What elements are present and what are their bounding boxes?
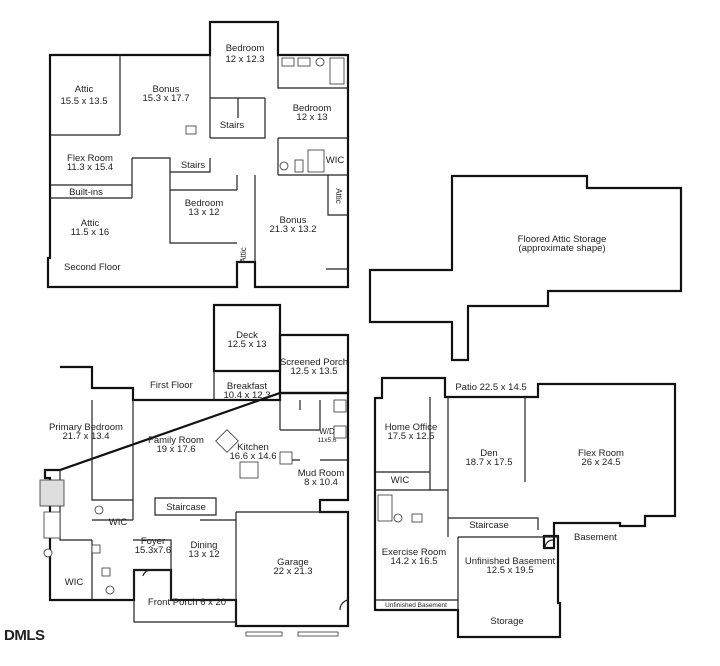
room-name: Deck [236, 330, 258, 341]
room-size: 15.3x7.6 [135, 545, 171, 556]
wic-label: WIC [326, 155, 345, 166]
room-name: Storage [490, 616, 523, 627]
room-name: Attic [81, 218, 100, 229]
sink [91, 544, 101, 554]
room-name: Bonus [280, 215, 307, 226]
floor-title: First Floor [150, 380, 193, 391]
toilet [105, 585, 115, 595]
room-size: 14.2 x 16.5 [390, 556, 437, 567]
stove [279, 451, 293, 465]
room-name: Foyer [141, 536, 165, 547]
toilet [315, 57, 325, 67]
room-name: Bonus [153, 84, 180, 95]
room-size: 16.6 x 14.6 [229, 451, 276, 462]
room-name: Attic [75, 84, 94, 95]
room-name: Bedroom [293, 103, 332, 114]
staircase-label: Staircase [166, 502, 206, 513]
room-size: 11x5.6 [317, 437, 336, 444]
room-size: 12.5 x 13.5 [290, 366, 337, 377]
room-size: 12 x 12.3 [225, 54, 264, 65]
room-name: Unfinished Basement [465, 556, 556, 567]
room-name: Home Office [385, 422, 438, 433]
sink [297, 57, 311, 67]
staircase-label: Staircase [469, 520, 509, 531]
dryer [333, 425, 347, 439]
room-name: Bedroom [185, 198, 224, 209]
room-name: Attic [239, 247, 248, 263]
room-name: Dining [191, 540, 218, 551]
wic-label: WIC [109, 517, 128, 528]
room-name: Primary Bedroom [49, 422, 123, 433]
room-size: 12 x 13 [296, 112, 327, 123]
floor-title: Second Floor [64, 262, 121, 273]
room-size: 15.5 x 13.5 [60, 96, 107, 107]
room-name: Patio 22.5 x 14.5 [455, 382, 526, 393]
stairs-label: Stairs [220, 120, 245, 131]
sink [281, 57, 295, 67]
room-name: Den [480, 448, 497, 459]
toilet [393, 513, 403, 523]
wic-label: WIC [391, 475, 410, 486]
room-note: (approximate shape) [518, 243, 605, 254]
room-name: W/D [319, 427, 335, 436]
washer [333, 399, 347, 413]
floor-title: Basement [574, 532, 617, 543]
room-name: Mud Room [298, 468, 345, 479]
room-size: 12.5 x 19.5 [486, 565, 533, 576]
sink [101, 567, 111, 577]
room-size: 22 x 21.3 [273, 566, 312, 577]
room-size: 11.5 x 16 [71, 227, 109, 238]
garage-window [297, 631, 339, 637]
kitchen-island [239, 461, 259, 479]
room-size: 13 x 12 [188, 207, 219, 218]
room-name: Floored Attic Storage [518, 234, 607, 245]
mls-logo: DMLS [4, 627, 45, 644]
bathtub [329, 57, 345, 85]
shower [377, 494, 393, 522]
room-size: 15.3 x 17.7 [142, 93, 189, 104]
room-name: Bedroom [226, 43, 265, 54]
room-name: Unfinished Basement [385, 602, 447, 609]
attic-storage-plan: Floored Attic Storage (approximate shape… [368, 174, 683, 362]
sink [294, 159, 304, 173]
room-size: 21.3 x 13.2 [269, 224, 316, 235]
room-name: Kitchen [237, 442, 269, 453]
room-size: 19 x 17.6 [156, 444, 195, 455]
basement-plan: Patio 22.5 x 14.5 Home Office 17.5 x 12.… [373, 376, 677, 639]
room-size: 17.5 x 12.5 [387, 431, 434, 442]
room-size: 8 x 10.4 [304, 477, 338, 488]
room-size: 12.5 x 13 [227, 339, 266, 350]
sink [411, 513, 423, 523]
shower [307, 149, 325, 173]
stairs-label: Stairs [181, 160, 206, 171]
toilet [279, 161, 289, 171]
room-size: 11.3 x 15.4 [67, 162, 113, 173]
toilet [43, 548, 53, 558]
room-size: 13 x 12 [188, 549, 219, 560]
shower [39, 479, 65, 507]
second-floor-plan: Bedroom 12 x 12.3 Attic 15.5 x 13.5 Bonu… [46, 20, 350, 289]
porch-label: Front Porch 6 x 20 [148, 597, 226, 608]
room-name: Exercise Room [382, 547, 446, 558]
first-floor-plan: Deck 12.5 x 13 Screened Porch 12.5 x 13.… [39, 303, 350, 637]
room-name: Breakfast [227, 381, 267, 392]
room-size: 18.7 x 17.5 [465, 457, 512, 468]
room-name: Garage [277, 557, 309, 568]
builtins-label: Built-ins [69, 187, 103, 198]
room-name: Screened Porch [280, 357, 348, 368]
kitchen-island [215, 429, 239, 453]
room-name: Flex Room [67, 153, 113, 164]
wic-label: WIC [65, 577, 84, 588]
toilet [94, 505, 104, 515]
room-size: 21.7 x 13.4 [62, 431, 109, 442]
garage-window [245, 631, 283, 637]
room-size: 10.4 x 12.3 [223, 390, 270, 401]
closet-fixture [185, 125, 197, 135]
bathtub [43, 511, 61, 539]
room-name: Attic [334, 188, 343, 204]
room-size: 26 x 24.5 [581, 457, 620, 468]
room-name: Flex Room [578, 448, 624, 459]
room-name: Family Room [148, 435, 204, 446]
